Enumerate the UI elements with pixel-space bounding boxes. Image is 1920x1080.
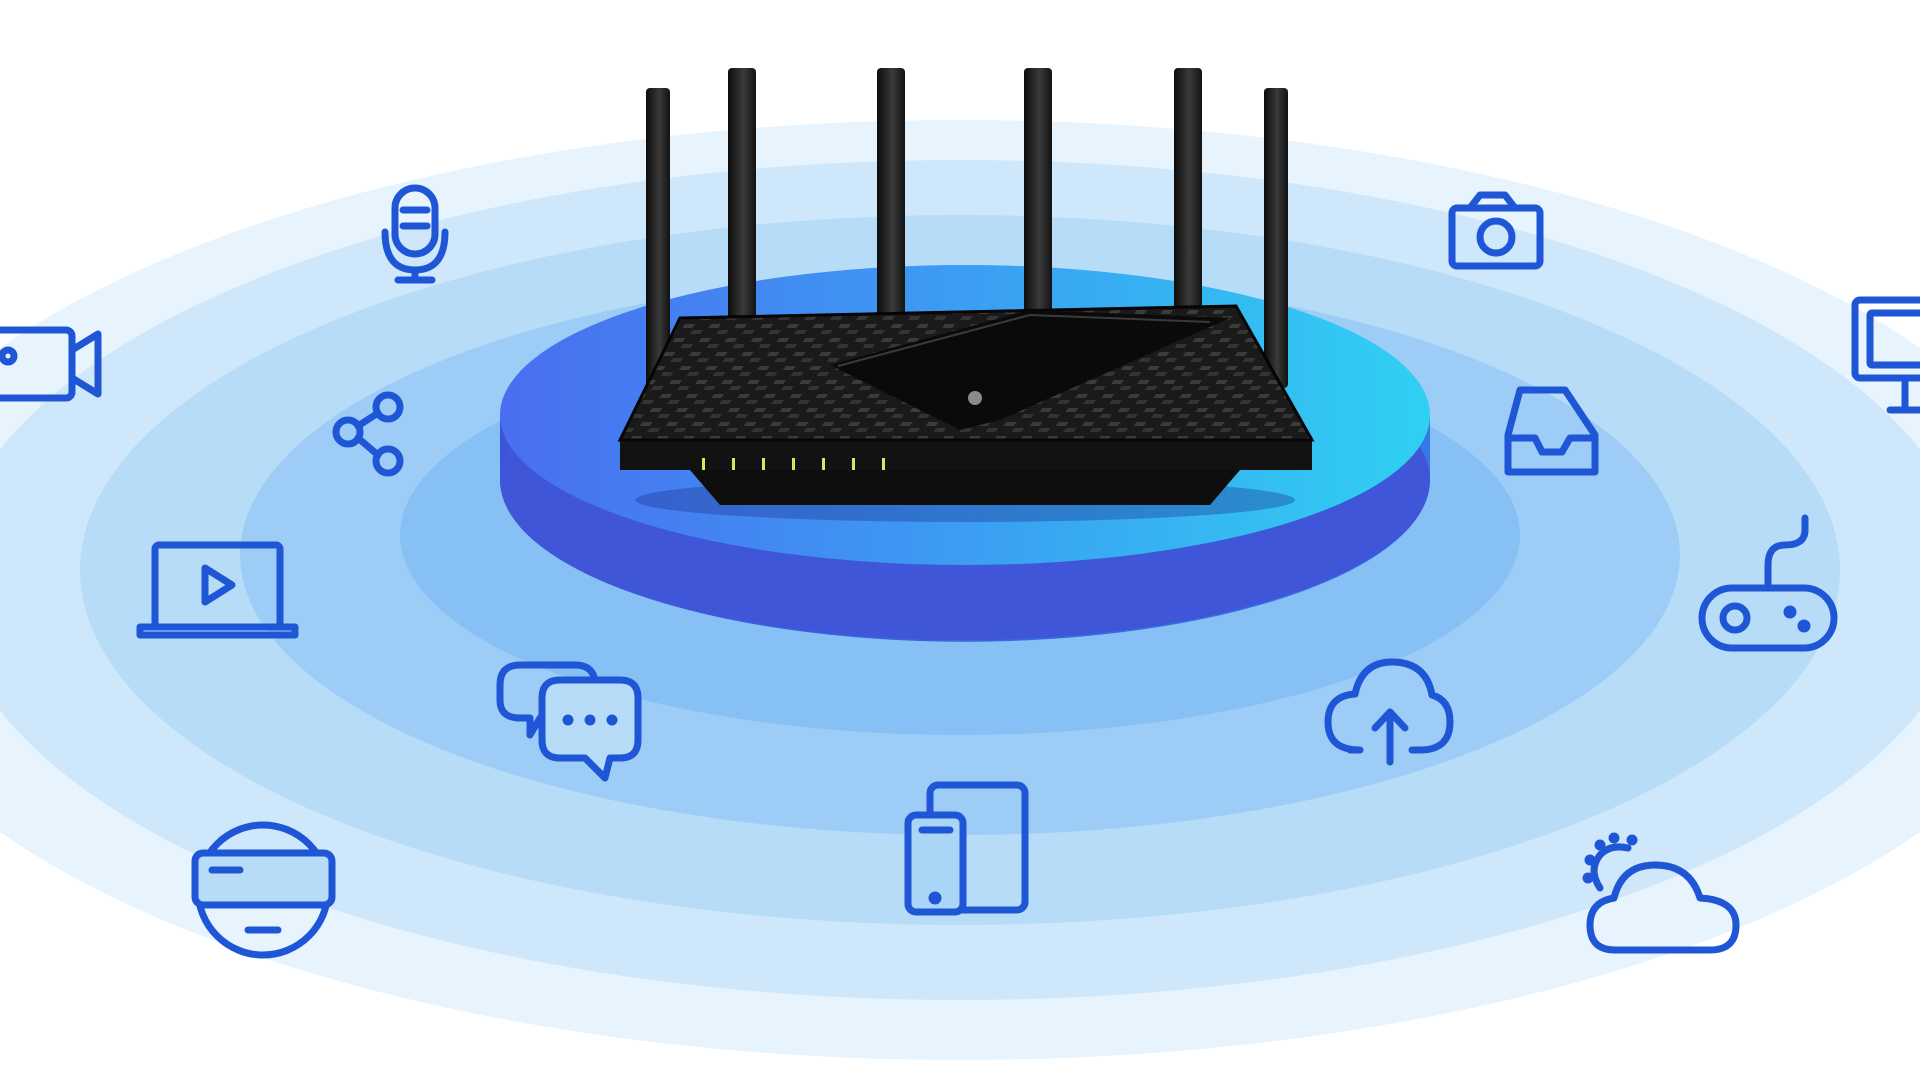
status-light-6 <box>852 458 855 470</box>
antenna-1 <box>646 88 670 388</box>
laptop-play-icon <box>136 541 299 639</box>
status-light-5 <box>822 458 825 470</box>
antenna-4 <box>1024 68 1052 338</box>
phone-tablet-icon <box>904 781 1029 916</box>
antenna-5 <box>1174 68 1202 338</box>
weather-cloud-icon <box>1582 832 1740 954</box>
antenna-3 <box>877 68 905 338</box>
vr-headset-icon <box>191 821 336 959</box>
router-top-edge <box>617 304 1315 442</box>
inbox-tray-icon <box>1504 386 1599 476</box>
photo-camera-icon <box>1448 191 1544 270</box>
router-front-face <box>620 440 1312 470</box>
status-light-3 <box>762 458 765 470</box>
device-icons <box>0 184 1920 959</box>
router-antennas <box>646 68 1288 388</box>
status-light-7 <box>882 458 885 470</box>
router-stand <box>690 470 1240 505</box>
game-controller-icon <box>1698 514 1838 652</box>
router-gloss-panel <box>830 310 1230 430</box>
video-camera-icon <box>0 326 102 402</box>
status-lights <box>702 458 885 470</box>
desktop-monitor-icon <box>1851 296 1920 414</box>
brand-logo-mark <box>968 391 982 405</box>
chat-bubbles-icon <box>496 661 642 782</box>
share-icon <box>332 391 404 477</box>
antenna-2 <box>728 68 756 338</box>
status-light-2 <box>732 458 735 470</box>
wifi-router <box>617 68 1315 522</box>
status-light-4 <box>792 458 795 470</box>
cloud-upload-icon <box>1324 658 1454 766</box>
microphone-icon <box>381 184 449 284</box>
antenna-6 <box>1264 88 1288 388</box>
status-light-1 <box>702 458 705 470</box>
router-gloss-highlight <box>837 313 1211 367</box>
